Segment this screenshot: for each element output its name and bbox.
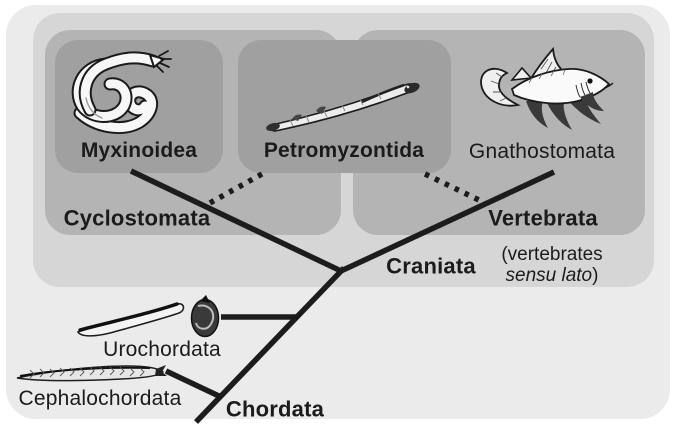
annotation-sensu-lato: sensu lato xyxy=(505,264,593,286)
lancelet-image xyxy=(16,365,167,382)
cephalochordata-label: Cephalochordata xyxy=(18,386,182,410)
dotted-branch-petromyzontida-cyclostomata xyxy=(206,171,264,207)
chordata-label: Chordata xyxy=(225,396,325,422)
cyclostomata-label: Cyclostomata xyxy=(63,205,211,231)
vertebrata-label: Vertebrata xyxy=(488,205,598,231)
shark-image xyxy=(480,47,614,130)
cephalochordata-branch xyxy=(164,368,223,400)
annotation-close-paren: ) xyxy=(592,264,599,286)
craniata-label: Craniata xyxy=(386,253,476,279)
urochordata-label: Urochordata xyxy=(103,337,221,361)
tunicate-image xyxy=(76,295,220,338)
craniata-annotation: (vertebrates sensu lato) xyxy=(486,244,618,286)
hagfish-image xyxy=(71,50,172,134)
lamprey-image xyxy=(266,82,420,132)
dotted-branch-petromyzontida-vertebrata xyxy=(423,171,483,204)
gnathostomata-label: Gnathostomata xyxy=(468,139,616,163)
myxinoidea-label: Myxinoidea xyxy=(80,138,198,162)
petromyzontida-label: Petromyzontida xyxy=(263,138,425,162)
annotation-line1: (vertebrates xyxy=(501,244,603,265)
